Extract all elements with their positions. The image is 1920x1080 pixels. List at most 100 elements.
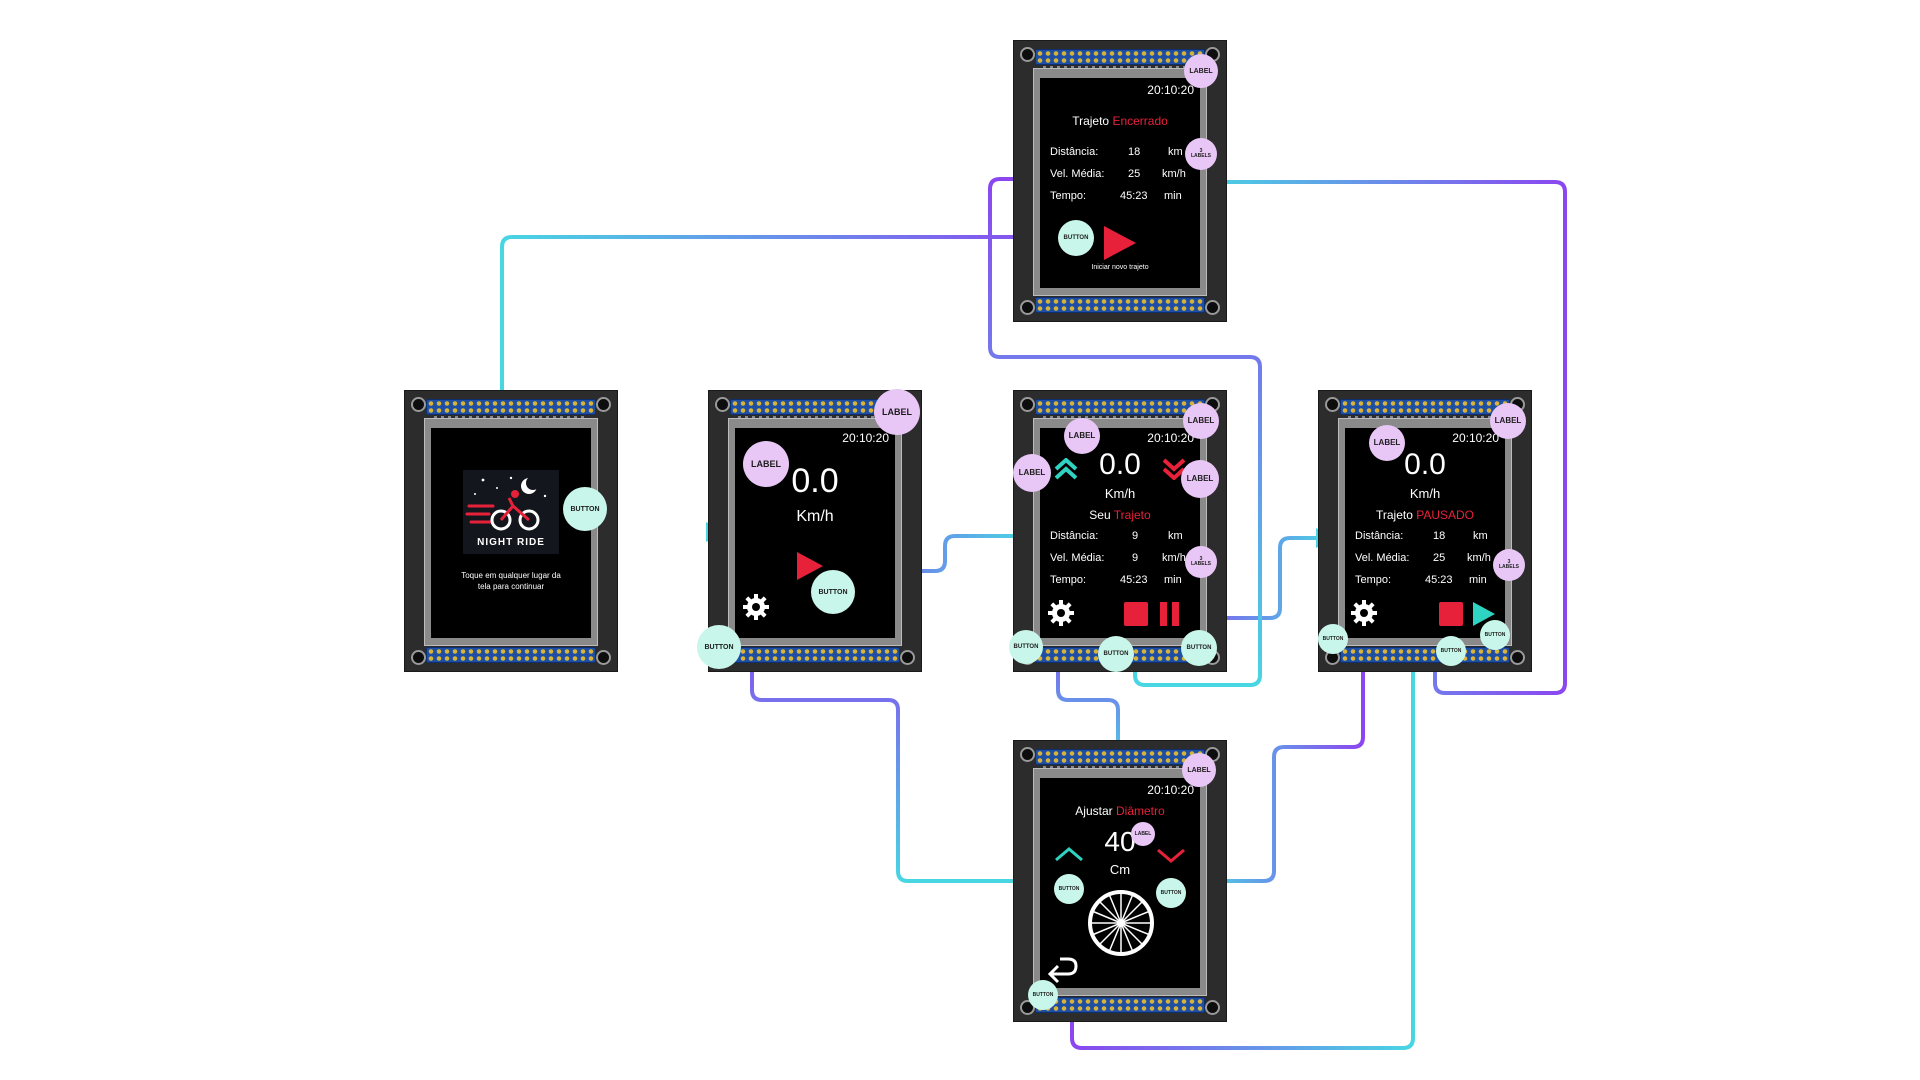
button-annotation: BUTTON bbox=[1156, 878, 1186, 908]
button-annotation: BUTTON bbox=[563, 487, 607, 531]
stat-value-avg-speed: 25 bbox=[1433, 552, 1446, 564]
mounting-hole bbox=[1325, 397, 1340, 412]
button-annotation: BUTTON bbox=[1181, 630, 1217, 666]
mounting-hole bbox=[1020, 747, 1035, 762]
new-ride-label: Iniciar novo trajeto bbox=[1091, 264, 1149, 271]
stat-unit-distance: km bbox=[1168, 146, 1183, 158]
button-annotation: BUTTON bbox=[811, 570, 855, 614]
paused-title-prefix: Trajeto bbox=[1375, 508, 1413, 522]
ride-title-prefix: Seu bbox=[1089, 508, 1111, 522]
labels-word: LABELS bbox=[1499, 564, 1519, 570]
labels-word: LABELS bbox=[1191, 561, 1211, 567]
pin-header-bottom bbox=[1035, 997, 1205, 1013]
stat-value-avg-speed: 25 bbox=[1128, 168, 1141, 180]
button-annotation: BUTTON bbox=[1009, 630, 1043, 664]
pin-header-top bbox=[1340, 399, 1510, 415]
clock-label: 20:10:20 bbox=[1452, 431, 1499, 445]
button-annotation: BUTTON bbox=[1318, 624, 1348, 654]
mounting-hole bbox=[1020, 47, 1035, 62]
button-annotation: BUTTON bbox=[1054, 874, 1084, 904]
stat-unit-distance: km bbox=[1473, 530, 1488, 542]
mounting-hole bbox=[1020, 300, 1035, 315]
label-annotation: LABEL bbox=[1181, 460, 1219, 498]
gear-icon[interactable] bbox=[1349, 598, 1379, 628]
pin-header-top bbox=[1035, 749, 1205, 765]
pin-header-top bbox=[426, 399, 596, 415]
ride-speed-unit: Km/h bbox=[1104, 486, 1136, 501]
pin-header-bottom bbox=[1340, 647, 1510, 663]
mounting-hole bbox=[596, 650, 611, 665]
stat-value-avg-speed: 9 bbox=[1132, 552, 1139, 564]
play-icon[interactable] bbox=[1102, 224, 1138, 262]
board-splash-screen: NIGHT RIDE Toque em qualquer lugar da te… bbox=[404, 390, 618, 672]
splash-instruction-line-1: Toque em qualquer lugar da bbox=[461, 571, 561, 580]
button-annotation: BUTTON bbox=[697, 625, 741, 669]
gear-icon[interactable] bbox=[1046, 598, 1076, 628]
splash-screen[interactable]: NIGHT RIDE Toque em qualquer lugar da te… bbox=[431, 428, 591, 638]
stat-value-distance: 9 bbox=[1132, 530, 1139, 542]
mounting-hole bbox=[900, 650, 915, 665]
mounting-hole bbox=[715, 397, 730, 412]
stop-icon[interactable] bbox=[1124, 602, 1148, 626]
ride-title: Seu Trajeto bbox=[1040, 508, 1200, 522]
speed-unit: Km/h bbox=[796, 508, 834, 525]
clock-label: 20:10:20 bbox=[1147, 783, 1194, 797]
paused-speed-unit: Km/h bbox=[1409, 486, 1441, 501]
button-annotation: BUTTON bbox=[1098, 636, 1134, 672]
bicycle-wheel-icon bbox=[1088, 890, 1154, 956]
mounting-hole bbox=[596, 397, 611, 412]
button-annotation: BUTTON bbox=[1058, 220, 1094, 256]
logo-text: NIGHT RIDE bbox=[477, 537, 545, 548]
stat-label-avg-speed: Vel. Média: bbox=[1050, 552, 1105, 564]
stat-unit-time: min bbox=[1164, 574, 1182, 586]
stat-unit-avg-speed: km/h bbox=[1467, 552, 1491, 564]
speed-value: 0.0 bbox=[791, 462, 839, 500]
stat-label-distance: Distância: bbox=[1355, 530, 1404, 542]
stat-label-avg-speed: Vel. Média: bbox=[1050, 168, 1105, 180]
ride-title-status: Trajeto bbox=[1113, 508, 1151, 522]
moon-icon bbox=[521, 476, 540, 494]
mounting-hole bbox=[1205, 300, 1220, 315]
label-annotation: LABEL bbox=[1064, 418, 1100, 454]
ended-title-prefix: Trajeto bbox=[1072, 114, 1110, 128]
stat-value-distance: 18 bbox=[1433, 530, 1446, 542]
paused-title: Trajeto PAUSADO bbox=[1345, 508, 1505, 522]
stop-icon[interactable] bbox=[1439, 602, 1463, 626]
stat-value-time: 45:23 bbox=[1425, 574, 1453, 586]
stat-unit-avg-speed: km/h bbox=[1162, 168, 1186, 180]
label-annotation: LABEL bbox=[1183, 403, 1219, 439]
stat-label-time: Tempo: bbox=[1355, 574, 1392, 586]
stat-value-time: 45:23 bbox=[1120, 190, 1148, 202]
ended-title-status: Encerrado bbox=[1112, 114, 1168, 128]
pin-header-top bbox=[1035, 49, 1205, 65]
clock-label: 20:10:20 bbox=[842, 431, 889, 445]
mounting-hole bbox=[1510, 650, 1525, 665]
labels-word: LABELS bbox=[1191, 153, 1211, 159]
splash-instruction-line-2: tela para continuar bbox=[477, 582, 545, 591]
label-annotation: LABEL bbox=[874, 389, 920, 435]
label-annotation: LABEL bbox=[1131, 822, 1155, 846]
stat-unit-time: min bbox=[1469, 574, 1487, 586]
label-annotation: LABEL bbox=[1184, 54, 1218, 88]
ended-title: Trajeto Encerrado bbox=[1040, 114, 1200, 128]
mounting-hole bbox=[411, 397, 426, 412]
label-annotation: LABEL bbox=[743, 441, 789, 487]
paused-speed-value: 0.0 bbox=[1404, 448, 1446, 481]
mounting-hole bbox=[1020, 397, 1035, 412]
settings-title: Ajustar Diâmetro bbox=[1040, 804, 1200, 818]
stat-unit-avg-speed: km/h bbox=[1162, 552, 1186, 564]
gear-icon[interactable] bbox=[741, 592, 771, 622]
clock-label: 20:10:20 bbox=[1147, 83, 1194, 97]
ride-screen: 20:10:20 0.0 Km/h Seu Trajeto Distância:… bbox=[1040, 428, 1200, 638]
pause-icon[interactable] bbox=[1158, 602, 1182, 626]
button-annotation: BUTTON bbox=[1436, 636, 1466, 666]
stat-value-time: 45:23 bbox=[1120, 574, 1148, 586]
button-annotation: BUTTON bbox=[1028, 980, 1058, 1010]
settings-title-prefix: Ajustar bbox=[1075, 804, 1113, 818]
pin-header-bottom bbox=[426, 647, 596, 663]
speed-lines-icon bbox=[465, 504, 495, 524]
